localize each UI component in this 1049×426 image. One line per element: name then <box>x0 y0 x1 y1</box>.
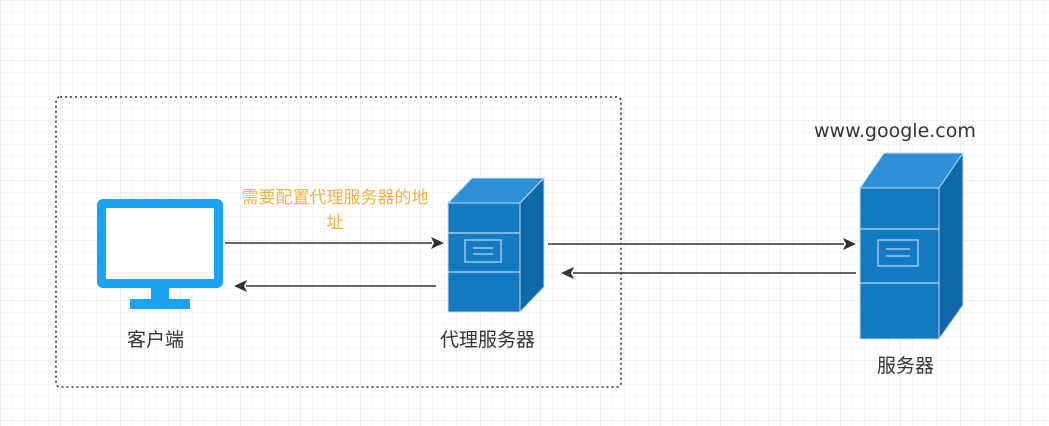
server-front-face <box>859 187 940 340</box>
server-icon[interactable] <box>859 151 964 341</box>
arrow-proxy-to-client <box>234 280 436 292</box>
arrow-proxy-to-server <box>548 238 856 250</box>
local-network-group <box>55 96 622 388</box>
monitor-screen-inner <box>106 208 214 279</box>
server-panel <box>877 239 919 267</box>
server-icon[interactable] <box>446 176 546 314</box>
server-panel <box>464 239 502 263</box>
monitor-icon[interactable] <box>97 199 223 309</box>
monitor-neck <box>151 288 169 299</box>
proxy-config-note: 需要配置代理服务器的地址 <box>241 188 429 233</box>
proxy-label: 代理服务器 <box>440 329 536 351</box>
arrow-server-to-proxy <box>561 267 856 279</box>
arrow-client-to-proxy <box>225 237 444 249</box>
server-label: 服务器 <box>877 355 935 377</box>
monitor-base <box>130 299 190 309</box>
server-domain-label: www.google.com <box>814 120 976 142</box>
client-label: 客户端 <box>127 329 185 351</box>
server-front-face <box>447 202 521 313</box>
